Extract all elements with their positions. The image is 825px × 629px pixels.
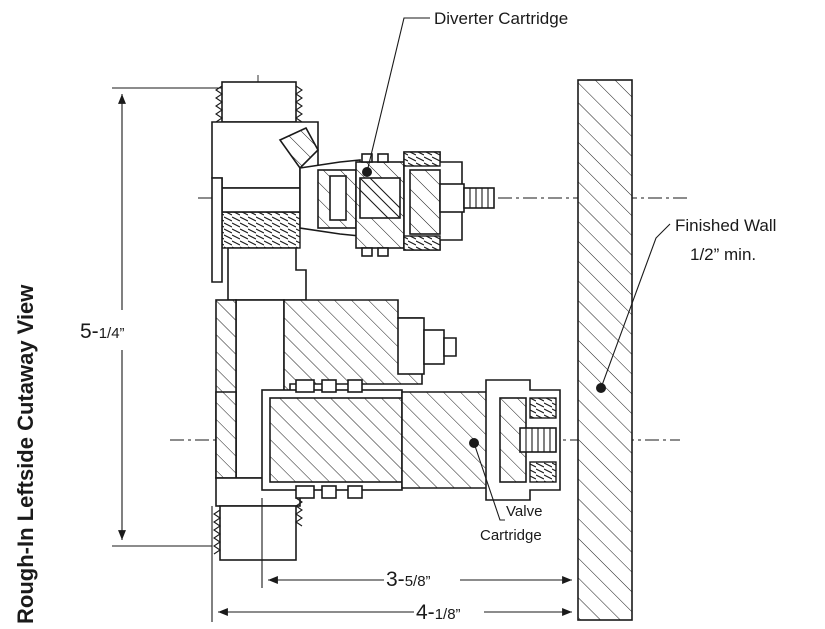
valve-cartridge-assembly (261, 379, 561, 501)
overall-depth-dimension-label: 4-1/8” (416, 601, 461, 624)
valve-cartridge-label-line1: Valve (506, 503, 542, 520)
dimension-height (112, 87, 222, 547)
depth-to-wall-dimension-label: 3-5/8” (386, 568, 431, 591)
dimension-overall-depth (211, 506, 572, 622)
diverter-cartridge-assembly (299, 151, 495, 257)
side-title: Rough-In Leftside Cutaway View (13, 284, 38, 624)
valve-body (211, 81, 457, 561)
dimension-depth-to-wall (261, 498, 572, 588)
diverter-cartridge-label: Diverter Cartridge (434, 9, 568, 28)
finished-wall (577, 79, 633, 621)
height-dimension-label: 5-1/4” (80, 320, 125, 343)
finished-wall-label: Finished Wall (675, 216, 776, 235)
leader-lines (366, 17, 671, 521)
finished-wall-min-label: 1/2” min. (690, 245, 756, 264)
valve-cartridge-label-line2: Cartridge (480, 527, 542, 544)
